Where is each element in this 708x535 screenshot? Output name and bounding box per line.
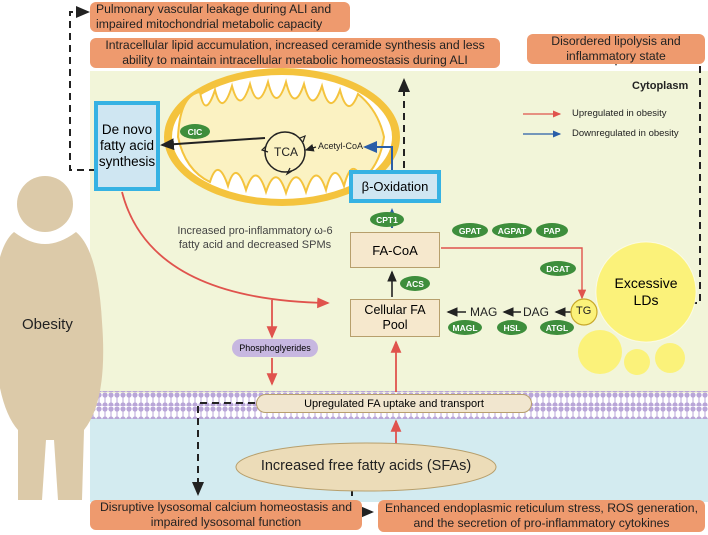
free-fatty-acids-label: Increased free fatty acids (SFAs) <box>260 458 472 474</box>
enzyme-atgl: ATGL <box>540 320 574 335</box>
fa-coa-box: FA-CoA <box>350 232 440 268</box>
phosphoglycerides-pill: Phosphoglyerides <box>232 339 318 357</box>
cytoplasm-label: Cytoplasm <box>632 80 689 92</box>
fa-uptake-transport-box: Upregulated FA uptake and transport <box>256 394 532 413</box>
dag-label: DAG <box>523 305 550 319</box>
free-fatty-acids-ellipse <box>235 442 497 492</box>
acetyl-coa-label: Acetyl-CoA <box>318 141 364 151</box>
enzyme-acs: ACS <box>400 276 430 291</box>
outcome-disordered-lipolysis: Disordered lipolysis and inflammatory st… <box>527 34 705 64</box>
outcome-vascular-leakage: Pulmonary vascular leakage during ALI an… <box>90 2 350 32</box>
excessive-lds-label: Excessive LDs <box>614 275 678 308</box>
obesity-figure <box>0 176 104 500</box>
obesity-label: Obesity <box>22 316 73 333</box>
legend-upregulated: Upregulated in obesity <box>572 108 667 119</box>
enzyme-cic: CIC <box>180 124 210 139</box>
de-novo-fatty-acid-synthesis: De novo fatty acid synthesis <box>94 101 160 191</box>
enzyme-hsl: HSL <box>497 320 527 335</box>
tg-label: TG <box>576 305 592 317</box>
enzyme-magl: MAGL <box>448 320 482 335</box>
outcome-lysosomal: Disruptive lysosomal calcium homeostasis… <box>90 500 362 530</box>
mag-label: MAG <box>470 305 498 319</box>
tg-node <box>570 298 598 326</box>
tca-label: TCA <box>274 145 298 159</box>
tca-cycle <box>264 131 306 173</box>
cellular-fa-pool-box: Cellular FA Pool <box>350 299 440 337</box>
beta-oxidation-box: β-Oxidation <box>349 170 441 203</box>
enzyme-dgat: DGAT <box>540 261 576 276</box>
outcome-lipid-accumulation: Intracellular lipid accumulation, increa… <box>90 38 500 68</box>
enzyme-gpat: GPAT <box>452 223 488 238</box>
mitochondrion <box>164 68 400 206</box>
outcome-er-stress: Enhanced endoplasmic reticulum stress, R… <box>378 500 705 532</box>
lipid-droplets <box>578 241 697 375</box>
enzyme-pap: PAP <box>536 223 568 238</box>
pro-inflammatory-text: Increased pro-inflammatory ω-6 fatty aci… <box>177 225 333 251</box>
enzyme-agpat: AGPAT <box>492 223 532 238</box>
enzyme-cpt1: CPT1 <box>370 212 404 227</box>
legend-downregulated: Downregulated in obesity <box>572 128 679 139</box>
